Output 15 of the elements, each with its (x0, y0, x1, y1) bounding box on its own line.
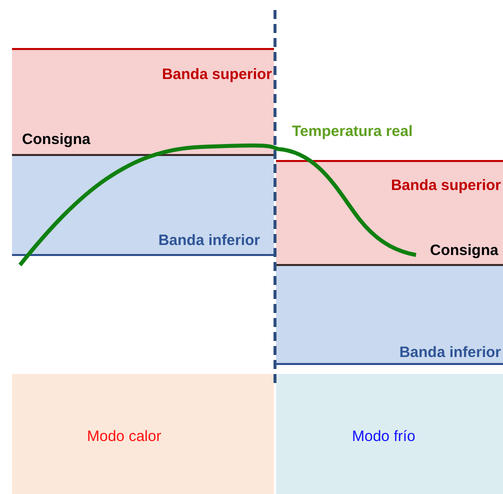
band-label: Banda superior (390, 176, 501, 196)
setpoint-label: Consigna (430, 241, 498, 261)
setpoint-label: Consigna (22, 130, 90, 150)
band-area (12, 154, 274, 256)
band-area (12, 48, 274, 154)
band-label: Banda superior (162, 65, 272, 85)
band-area (276, 264, 503, 365)
mode-panel (12, 374, 274, 494)
band-area (276, 160, 503, 264)
band-label: Banda inferior (158, 231, 260, 251)
band-label: Modo frío (352, 427, 416, 447)
band-label: Modo calor (87, 427, 162, 447)
band-label: Banda inferior (399, 343, 501, 363)
mode-panel (276, 374, 503, 494)
curve-label: Temperatura real (292, 122, 413, 142)
